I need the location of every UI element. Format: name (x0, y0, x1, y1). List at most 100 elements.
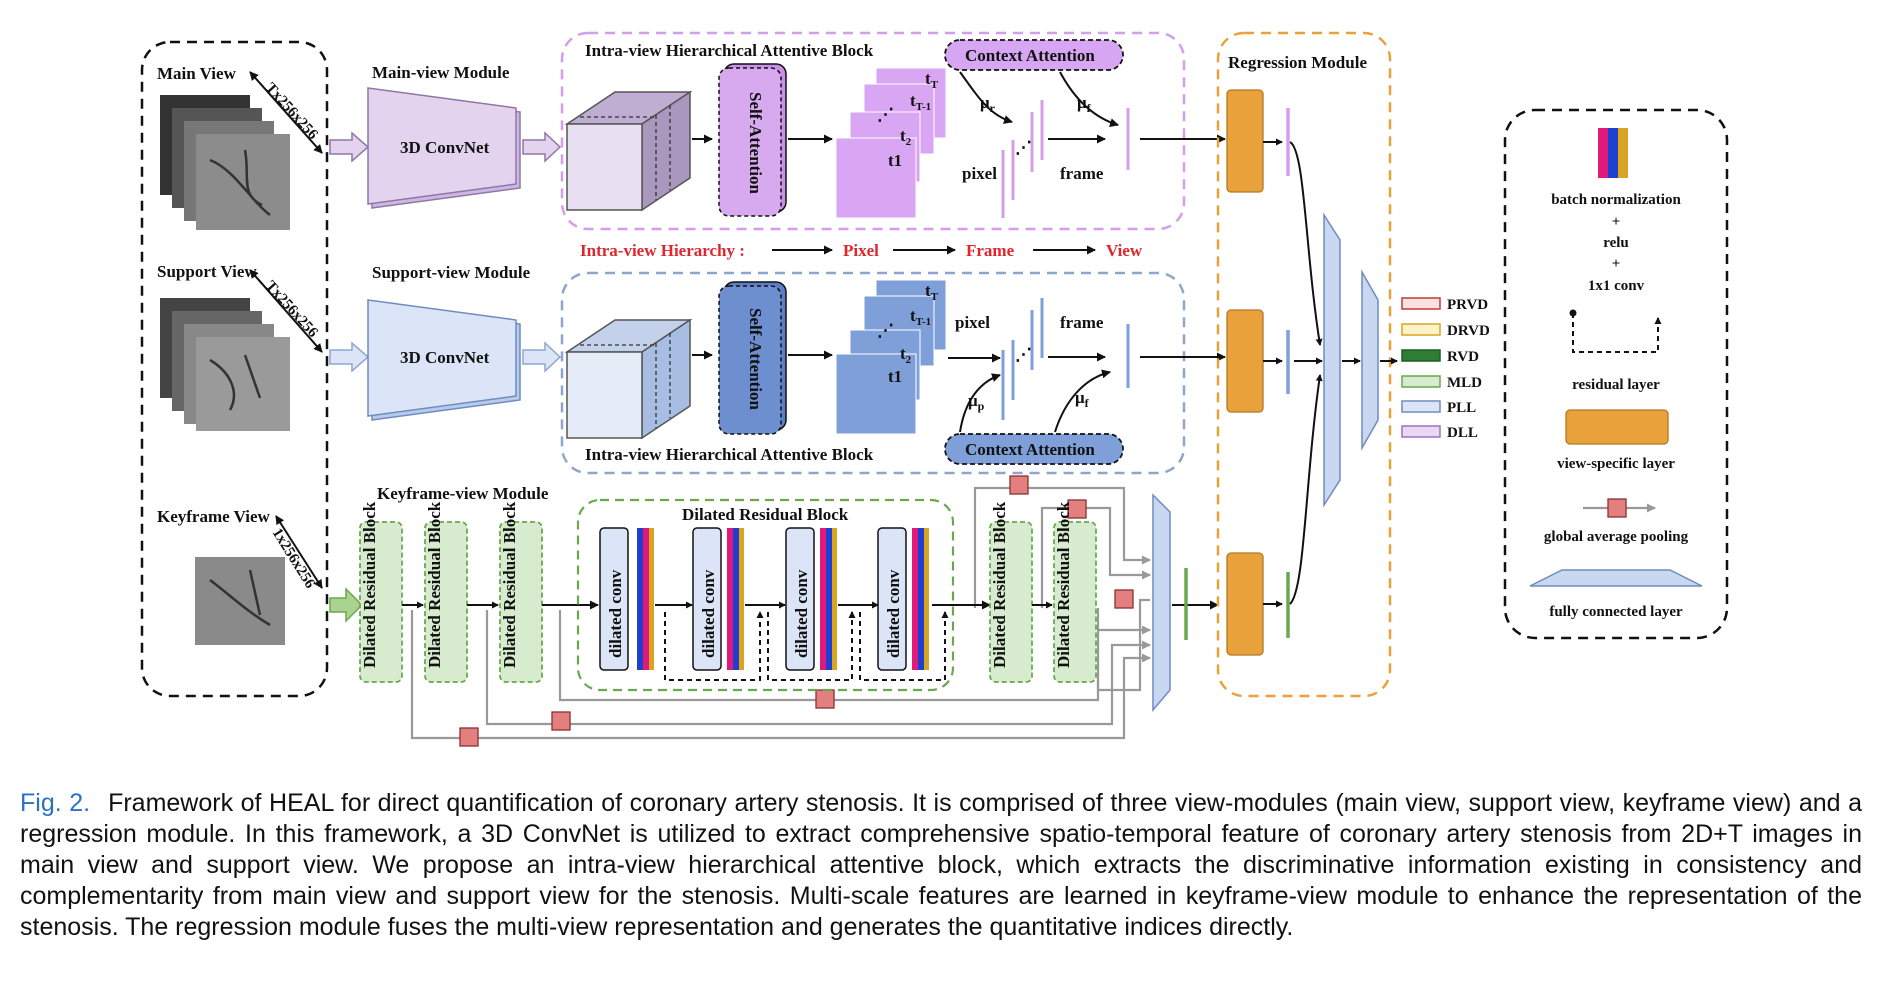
support-pixel-dots: ⋰ (1015, 345, 1032, 364)
support-self-attention-label: Self-Attention (746, 308, 765, 411)
output-mld-swatch (1401, 375, 1441, 388)
main-frame-label: frame (1060, 164, 1104, 183)
caption-label: Fig. 2. (20, 789, 91, 817)
dilated-conv-3 (785, 527, 837, 671)
skip-connection-lines (410, 486, 1151, 740)
keyframe-view-dims-arrow (275, 515, 323, 589)
legend-conv: 1x1 conv (1588, 278, 1645, 294)
support-frame-t1: t1 (888, 367, 902, 386)
main-view-title: Main View (157, 64, 237, 83)
regression-module (1216, 31, 1392, 698)
dilated-block-1 (359, 521, 403, 683)
support-pixel-label: pixel (955, 313, 990, 332)
hierarchy-view: View (1106, 241, 1143, 260)
dilated-block-2-label: Dilated Residual Block (425, 501, 444, 668)
dilated-block-3 (499, 521, 543, 683)
support-convnet (367, 299, 521, 421)
dilated-conv-1 (599, 527, 654, 671)
support-frame-t-2: t2 (900, 344, 912, 366)
gap-node-5 (1067, 499, 1087, 519)
main-self-attention-box (718, 63, 787, 217)
output-drvd: DRVD (1447, 323, 1490, 339)
support-frame-label: frame (1060, 313, 1104, 332)
support-frame-dots: ⋰ (877, 321, 894, 340)
support-mu-p-arrow (959, 373, 1001, 433)
framework-diagram: Main View Tx256x256 Support View Tx256x2… (140, 31, 1729, 747)
dilated-block-4 (989, 521, 1033, 683)
main-pixel-dots: ⋰ (1015, 138, 1032, 157)
main-attentive-block (560, 31, 1186, 231)
main-mu-f-arrow (1059, 71, 1119, 127)
support-context-attention (944, 433, 1124, 465)
main-feature-cube (564, 90, 693, 212)
dilated-block-4-label: Dilated Residual Block (990, 501, 1009, 668)
hierarchy-label: Intra-view Hierarchy : (580, 241, 745, 260)
support-mu-f-arrow (1054, 369, 1111, 433)
main-self-attention-label: Self-Attention (746, 92, 765, 195)
regression-fc-1 (1323, 212, 1341, 508)
support-mu-f: μf (1075, 388, 1090, 410)
output-dll-swatch (1401, 425, 1441, 438)
output-indices: PRVD DRVD RVD MLD PLL DLL (1401, 297, 1490, 441)
main-frame-t-2: t2 (900, 126, 912, 148)
dilated-conv-4 (877, 527, 929, 671)
main-context-attention-label: Context Attention (965, 46, 1095, 65)
dilated-block-3-label: Dilated Residual Block (500, 501, 519, 668)
support-module-title: Support-view Module (372, 263, 531, 282)
legend-residual: residual layer (1572, 377, 1660, 393)
figure-caption: Fig. 2.Framework of HEAL for direct quan… (20, 788, 1862, 943)
support-input-arrow (329, 341, 370, 373)
main-convnet-label: 3D ConvNet (400, 138, 490, 157)
main-frame-t-T-1: tT-1 (910, 91, 931, 113)
legend-plus-1: + (1612, 214, 1621, 230)
caption-text: Framework of HEAL for direct quantificat… (20, 789, 1862, 941)
main-frame-dots: ⋰ (877, 105, 894, 124)
support-pixel-vectors (1001, 298, 1044, 420)
hierarchy-frame: Frame (966, 241, 1015, 260)
hierarchy-pixel: Pixel (843, 241, 879, 260)
reg-keyframe-to-fc (1289, 374, 1323, 605)
reg-main-to-fc (1289, 141, 1323, 346)
output-mld: MLD (1447, 375, 1482, 391)
dilated-block-1-label: Dilated Residual Block (360, 501, 379, 668)
main-input-arrow (329, 131, 370, 163)
main-frame-t-T: tT (925, 69, 939, 91)
main-context-attention (944, 39, 1124, 71)
dilated-block-5 (1053, 521, 1097, 683)
main-module-title: Main-view Module (372, 63, 510, 82)
main-mu-r-arrow (959, 71, 1013, 124)
keyframe-fc-layer (1152, 493, 1171, 713)
support-view-image-stack (160, 298, 290, 431)
keyframe-view-image (195, 557, 285, 645)
gap-node-4 (1009, 475, 1029, 495)
dilated-residual-group-title: Dilated Residual Block (682, 505, 849, 524)
keyframe-input-arrow (329, 587, 364, 623)
dilated-residual-group (576, 498, 955, 692)
keyframe-view-title: Keyframe View (157, 507, 271, 526)
legend-panel (1503, 108, 1729, 640)
main-attentive-title: Intra-view Hierarchical Attentive Block (585, 41, 874, 60)
output-prvd: PRVD (1447, 297, 1488, 313)
gap-node-1 (459, 727, 479, 747)
keyframe-module-title: Keyframe-view Module (377, 484, 549, 503)
legend-gap: global average pooling (1544, 529, 1689, 545)
view-specific-layer-main (1226, 89, 1264, 193)
legend-gap-icon (1583, 498, 1656, 518)
output-rvd: RVD (1447, 349, 1479, 365)
output-pll: PLL (1447, 400, 1476, 416)
support-frame-t-T: tT (925, 281, 939, 303)
support-context-attention-label: Context Attention (965, 440, 1095, 459)
main-frame-stack (835, 67, 947, 219)
legend-relu: relu (1603, 235, 1629, 251)
output-rvd-swatch (1401, 349, 1441, 362)
regression-module-title: Regression Module (1228, 53, 1367, 72)
support-mu-p: μp (968, 391, 985, 413)
support-view-dims-arrow (249, 269, 323, 353)
dilated-block-5-label: Dilated Residual Block (1054, 501, 1073, 668)
main-view-image-stack (160, 95, 290, 230)
legend-view-specific-swatch (1565, 409, 1669, 445)
support-frame-stack (835, 279, 947, 435)
main-pixel-label: pixel (962, 164, 997, 183)
regression-fc-2 (1361, 269, 1379, 451)
dilated-conv-1-label: dilated conv (606, 569, 625, 658)
